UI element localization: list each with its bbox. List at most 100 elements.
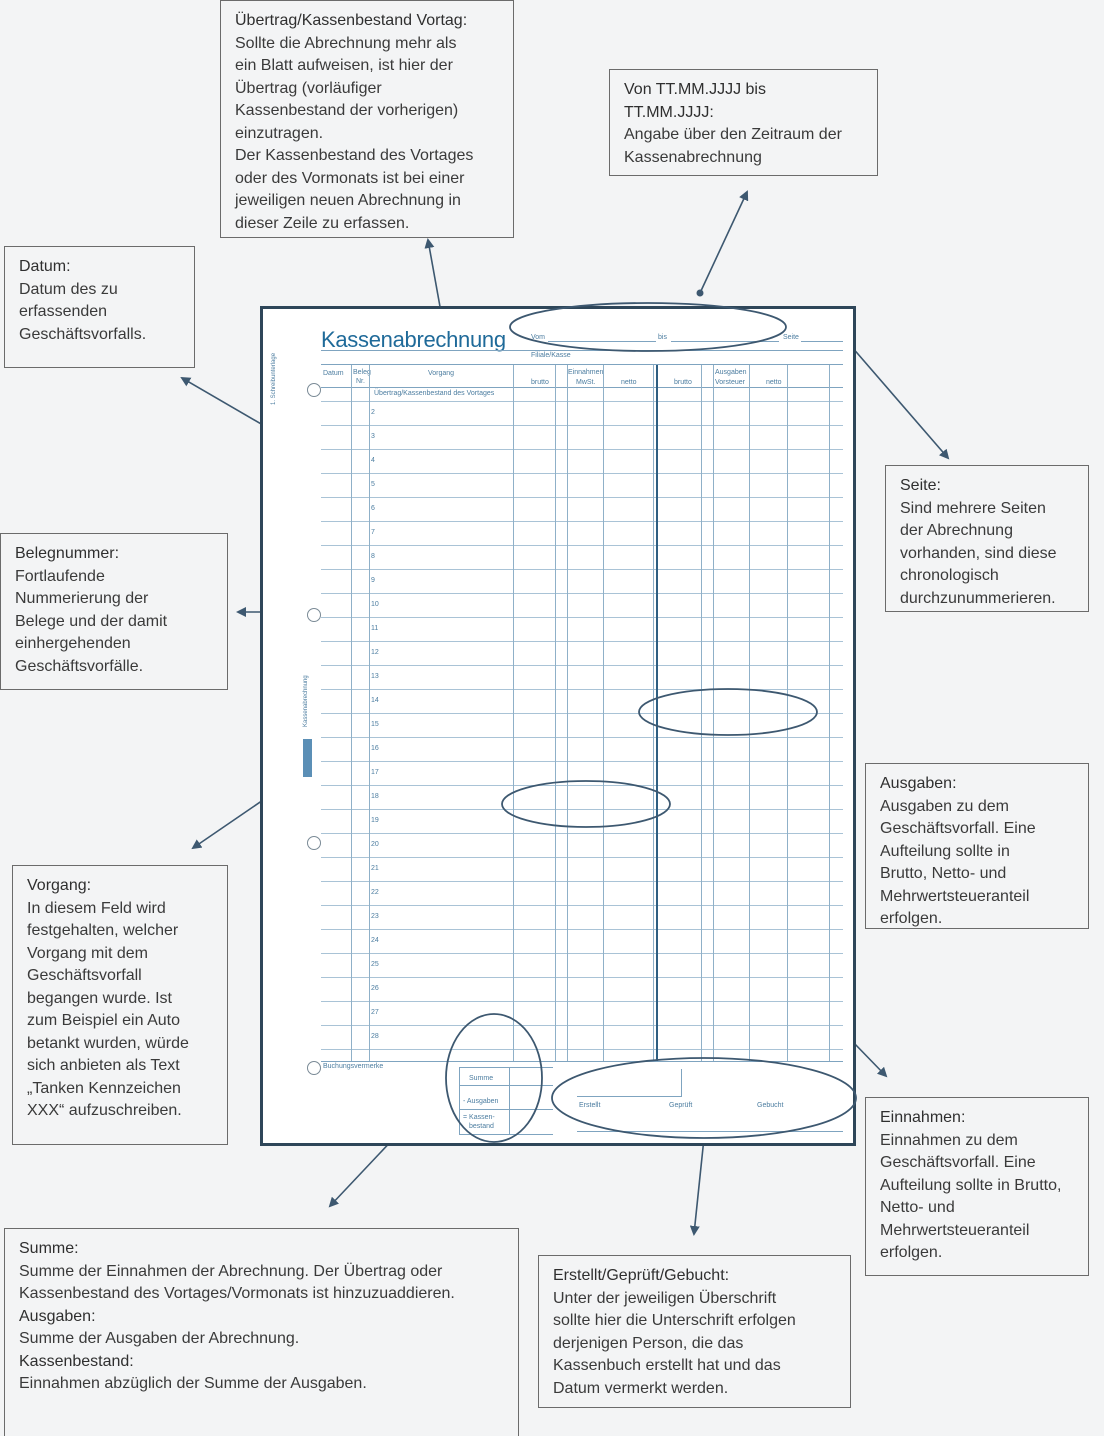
row-line <box>321 387 843 388</box>
punch-hole <box>307 836 321 850</box>
geprueft-label: Geprüft <box>669 1102 693 1109</box>
column-line <box>829 365 830 1061</box>
form-vom: Vom <box>531 334 546 341</box>
callout-datum: Datum: Datum des zu erfassenden Geschäft… <box>4 246 195 368</box>
row-line <box>321 689 843 690</box>
col-einnahmen: Einnahmen <box>568 369 604 376</box>
arrow-erstellt <box>689 1137 705 1236</box>
col-datum: Datum <box>323 370 344 377</box>
brand-logo <box>303 739 312 777</box>
punch-hole <box>307 1061 321 1075</box>
column-line <box>603 365 604 1061</box>
row-number: 24 <box>371 937 379 944</box>
row-line <box>321 425 843 426</box>
row-number: 28 <box>371 1033 379 1040</box>
row-number: 21 <box>371 865 379 872</box>
column-line <box>749 365 750 1061</box>
row-line <box>321 905 843 906</box>
row-line <box>321 641 843 642</box>
callout-erstellt: Erstellt/Geprüft/Gebucht: Unter der jewe… <box>538 1255 851 1408</box>
row-number: 15 <box>371 721 379 728</box>
row-number: 20 <box>371 841 379 848</box>
row-line <box>321 713 843 714</box>
row-number: 11 <box>371 625 379 632</box>
form-filiale: Filiale/Kasse <box>531 352 571 359</box>
callout-belegnummer: Belegnummer: Fortlaufende Nummerierung d… <box>0 533 228 690</box>
callout-zeitraum: Von TT.MM.JJJJ bis TT.MM.JJJJ: Angabe üb… <box>609 69 878 176</box>
row-line <box>321 977 843 978</box>
row-line <box>321 473 843 474</box>
row-line <box>321 1025 843 1026</box>
form-title: Kassenabrechnung <box>321 327 506 352</box>
arrow-zeitraum <box>699 190 749 294</box>
row-line <box>321 785 843 786</box>
column-line <box>701 365 702 1061</box>
column-line <box>513 365 514 1061</box>
row-number: 10 <box>371 601 379 608</box>
callout-summe: Summe: Summe der Einnahmen der Abrechnun… <box>4 1228 519 1436</box>
row-number: 8 <box>371 553 375 560</box>
row-line <box>321 1049 843 1050</box>
row-line <box>321 593 843 594</box>
row-number: 17 <box>371 769 379 776</box>
column-line <box>787 365 788 1061</box>
row-number: 6 <box>371 505 375 512</box>
col-vorsteuer: Vorsteuer <box>715 379 745 386</box>
gebucht-label: Gebucht <box>757 1102 784 1109</box>
row-number: 22 <box>371 889 379 896</box>
row-line <box>321 1001 843 1002</box>
row-number: 16 <box>371 745 379 752</box>
row-number: 5 <box>371 481 375 488</box>
punch-hole <box>307 608 321 622</box>
ausgaben-sum-label: - Ausgaben <box>463 1098 499 1105</box>
callout-ausgaben: Ausgaben: Ausgaben zu dem Geschäftsvorfa… <box>865 763 1089 929</box>
col-ausgaben: Ausgaben <box>715 369 747 376</box>
row-line <box>321 809 843 810</box>
col-vorgang: Vorgang <box>428 370 455 377</box>
column-line <box>351 365 352 1061</box>
column-line <box>713 365 714 1061</box>
row-number: 4 <box>371 457 375 464</box>
col-aus-netto: netto <box>766 379 782 386</box>
callout-vorgang: Vorgang: In diesem Feld wird festgehalte… <box>12 865 228 1145</box>
column-line <box>656 365 658 1061</box>
row-line <box>321 521 843 522</box>
row-number: 13 <box>371 673 379 680</box>
row-number: 25 <box>371 961 379 968</box>
col-nr: Nr. <box>356 378 365 385</box>
column-line <box>653 365 654 1061</box>
row-line <box>321 761 843 762</box>
row-number: 12 <box>371 649 379 656</box>
row-line <box>321 617 843 618</box>
kassen-label: = Kassen- <box>463 1114 495 1121</box>
row-line <box>321 569 843 570</box>
form-side-top: 1. Schreibunterlage <box>271 352 277 405</box>
row-number: 18 <box>371 793 379 800</box>
row-line <box>321 881 843 882</box>
buchungsvermerke-label: Buchungsvermerke <box>323 1063 384 1070</box>
row-number: 26 <box>371 985 379 992</box>
row-number: 2 <box>371 409 375 416</box>
row-line <box>321 497 843 498</box>
col-beleg: Beleg <box>353 369 371 376</box>
row-uebertrag: Übertrag/Kassenbestand des Vortages <box>374 390 495 397</box>
row-line <box>321 545 843 546</box>
callout-uebertrag: Übertrag/Kassenbestand Vortag: Sollte di… <box>220 0 514 238</box>
column-line <box>567 365 568 1061</box>
form-side-mid: Kassenabrechnung <box>303 675 309 727</box>
row-line <box>321 833 843 834</box>
col-ein-brutto: brutto <box>531 379 549 386</box>
row-number: 3 <box>371 433 375 440</box>
row-line <box>321 857 843 858</box>
row-line <box>321 737 843 738</box>
row-number: 9 <box>371 577 375 584</box>
col-aus-brutto: brutto <box>674 379 692 386</box>
punch-hole <box>307 383 321 397</box>
cash-report-form: Kassenabrechnung Vom bis Seite Filiale/K… <box>260 306 856 1146</box>
row-line <box>321 929 843 930</box>
form-seite: Seite <box>783 334 799 341</box>
row-number: 27 <box>371 1009 379 1016</box>
bestand-label: bestand <box>469 1123 494 1130</box>
summe-label: Summe <box>469 1075 494 1082</box>
col-ein-netto: netto <box>621 379 637 386</box>
